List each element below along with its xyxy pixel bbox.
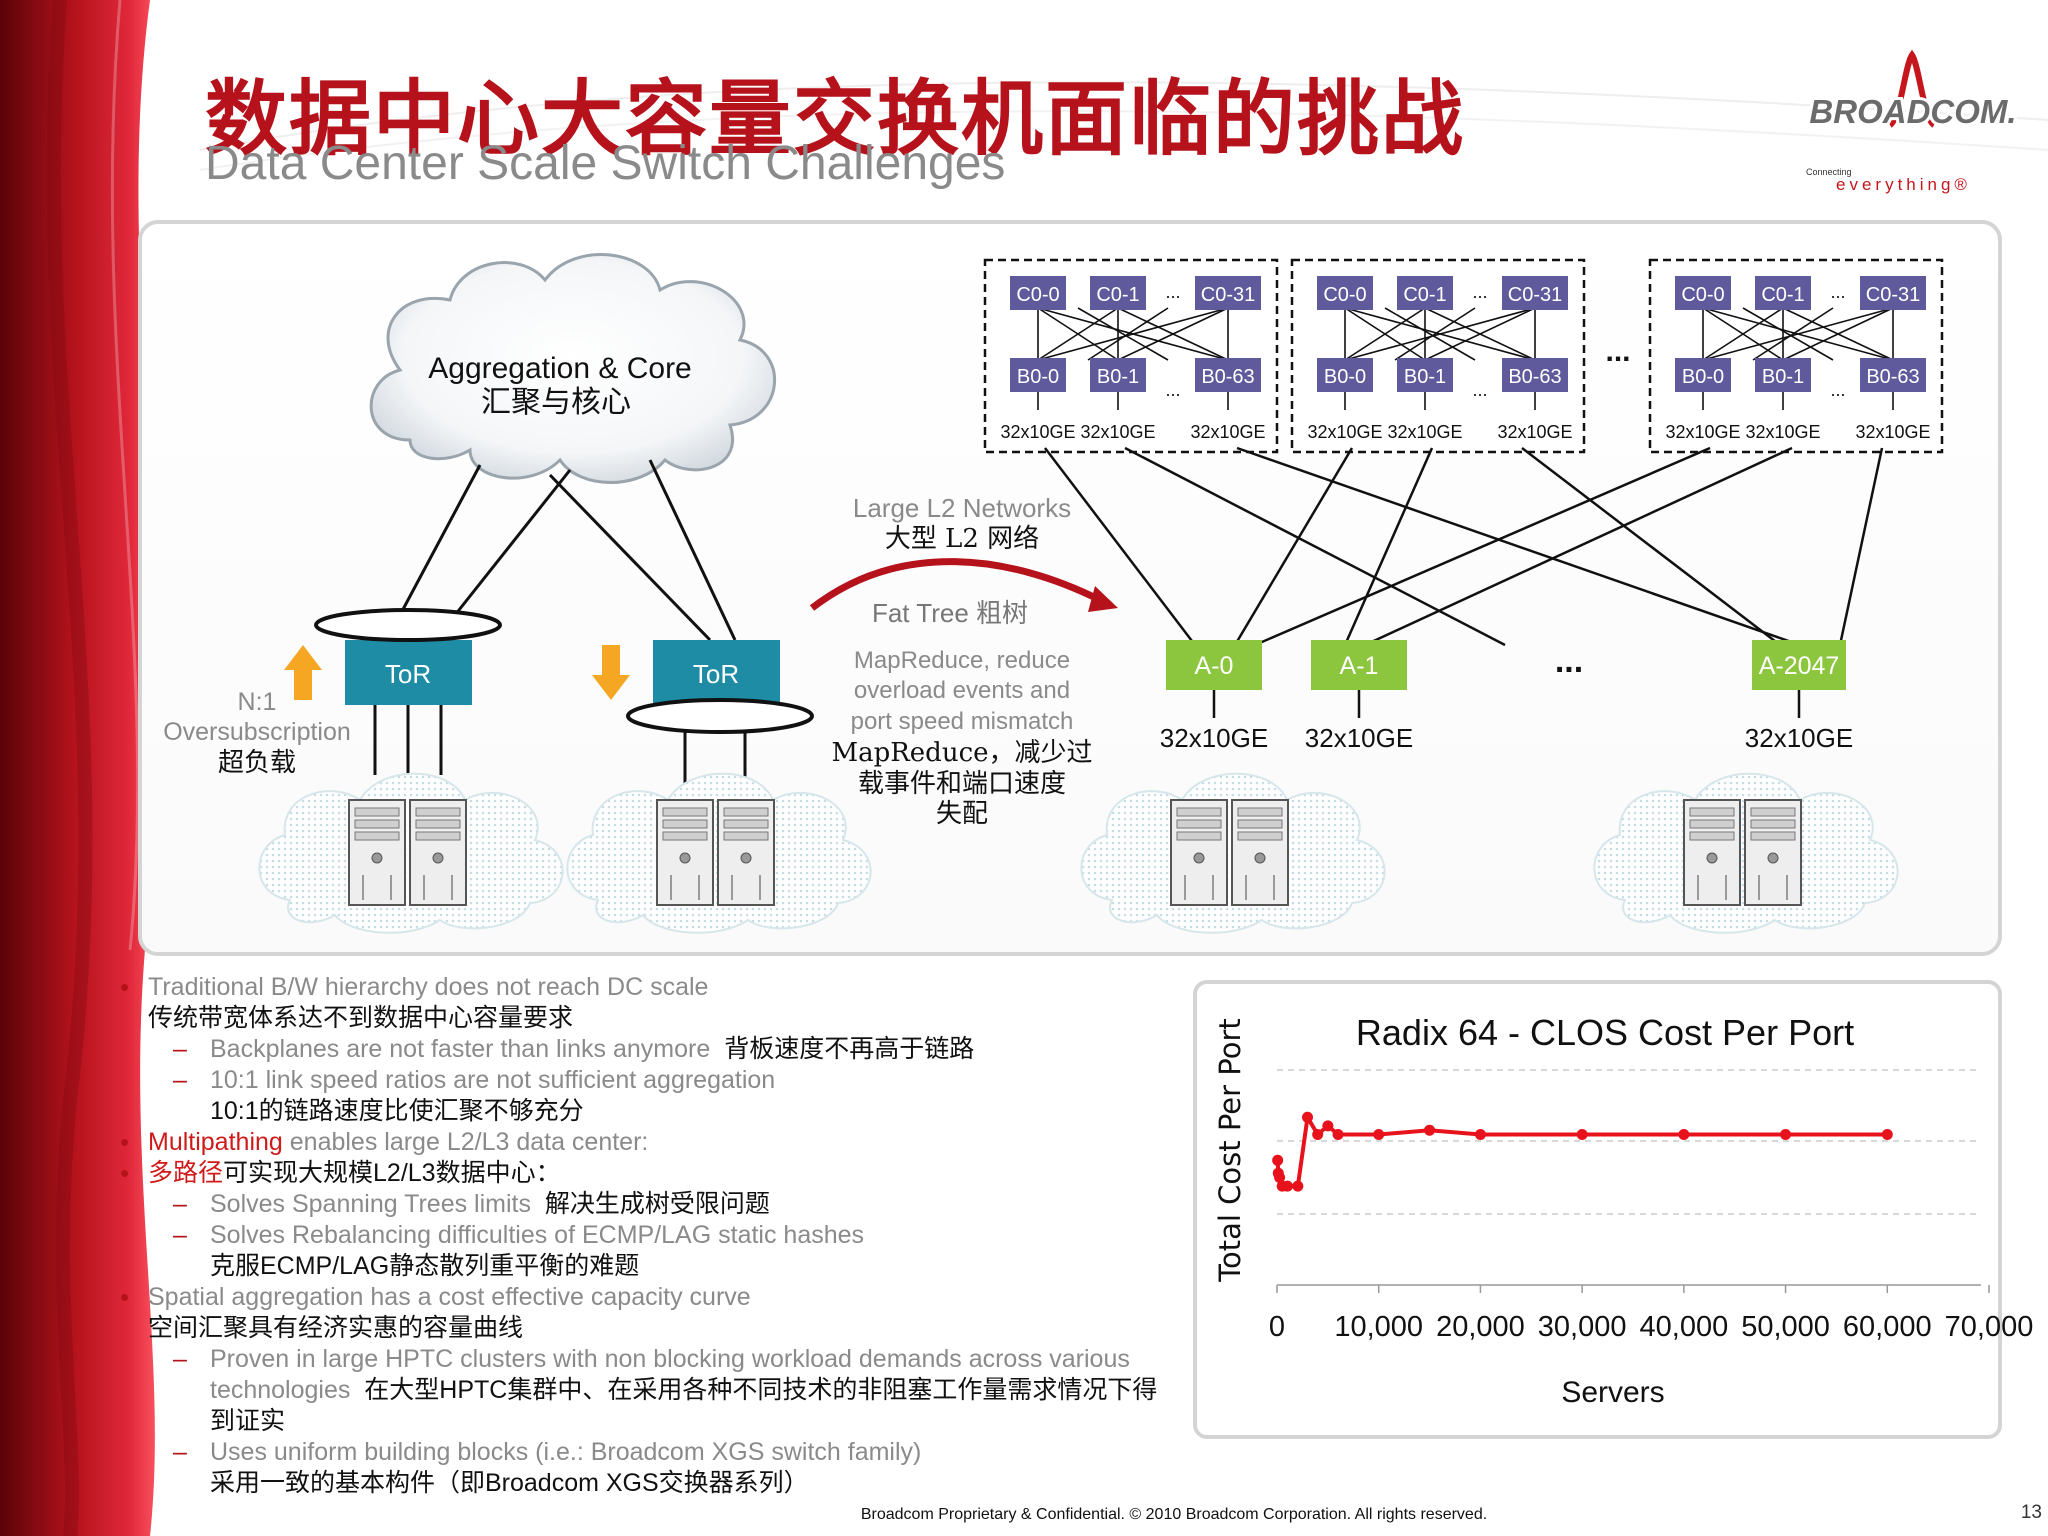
bullet-item: Uses uniform building blocks (i.e.: Broa… (118, 1437, 1178, 1499)
bullet-item: Spatial aggregation has a cost effective… (118, 1282, 1178, 1344)
footer: Broadcom Proprietary & Confidential. © 2… (0, 1506, 2048, 1524)
bullet-text-cn: 10:1的链路速度比使汇聚不够充分 (210, 1097, 584, 1125)
bullet-item: Solves Spanning Trees limits 解决生成树受限问题 (118, 1189, 1178, 1220)
page-subtitle: Data Center Scale Switch Challenges (205, 137, 1006, 190)
bullet-text-cn: 可实现大规模L2/L3数据中心： (223, 1159, 561, 1187)
bullet-item: 10:1 link speed ratios are not sufficien… (118, 1065, 1178, 1127)
bullet-text-en: Spatial aggregation has a cost effective… (148, 1283, 751, 1311)
bullet-item: Multipathing enables large L2/L3 data ce… (118, 1127, 1178, 1158)
diagram-panel (138, 220, 2002, 956)
bullet-item: Backplanes are not faster than links any… (118, 1034, 1178, 1065)
bullet-text-cn: 采用一致的基本构件（即Broadcom XGS交换器系列） (210, 1469, 809, 1497)
bullet-text-cn: 解决生成树受限问题 (544, 1190, 770, 1218)
bullet-text-en: 10:1 link speed ratios are not sufficien… (210, 1066, 776, 1094)
bullet-item: Traditional B/W hierarchy does not reach… (118, 972, 1178, 1034)
logo-wordmark: BROADCOM. (1809, 93, 2016, 130)
broadcom-logo: BROADCOM. Connecting everything® (1806, 49, 2020, 194)
bullet-highlight: 多路径 (148, 1159, 224, 1187)
bullet-text-en: Traditional B/W hierarchy does not reach… (148, 973, 709, 1001)
logo-tagline-1: Connecting (1806, 167, 1852, 177)
logo-tagline-2: everything® (1836, 175, 1971, 194)
bullet-highlight: Multipathing (148, 1128, 283, 1156)
bullet-item: Solves Rebalancing difficulties of ECMP/… (118, 1220, 1178, 1282)
bullet-text-en: Backplanes are not faster than links any… (210, 1035, 711, 1063)
bullet-list: Traditional B/W hierarchy does not reach… (118, 972, 1178, 1499)
bullet-text-cn: 传统带宽体系达不到数据中心容量要求 (148, 1004, 574, 1032)
bullet-text-cn: 在大型HPTC集群中、在采用各种不同技术的非阻塞工作量需求情况下得到证实 (210, 1376, 1158, 1435)
bullet-item: 多路径可实现大规模L2/L3数据中心： (118, 1158, 1178, 1189)
bullet-text-en: Uses uniform building blocks (i.e.: Broa… (210, 1438, 922, 1466)
page-title: 数据中心大容量交换机面临的挑战 (205, 71, 1466, 167)
footer-text: Broadcom Proprietary & Confidential. © 2… (860, 1506, 1488, 1523)
bullet-text-en: enables large L2/L3 data center: (282, 1128, 649, 1156)
page-number: 13 (2020, 1502, 2042, 1523)
bullet-text-cn: 背板速度不再高于链路 (724, 1035, 975, 1063)
bullet-text-cn: 克服ECMP/LAG静态散列重平衡的难题 (210, 1252, 640, 1280)
bullet-text-cn: 空间汇聚具有经济实惠的容量曲线 (148, 1314, 524, 1342)
bullet-text-en: Proven in large HPTC clusters with non b… (210, 1345, 1130, 1404)
bullet-text-en: Solves Spanning Trees limits (210, 1190, 531, 1218)
bullet-item: Proven in large HPTC clusters with non b… (118, 1344, 1178, 1437)
bullet-text-en: Solves Rebalancing difficulties of ECMP/… (210, 1221, 865, 1249)
chart-panel (1193, 980, 2002, 1439)
